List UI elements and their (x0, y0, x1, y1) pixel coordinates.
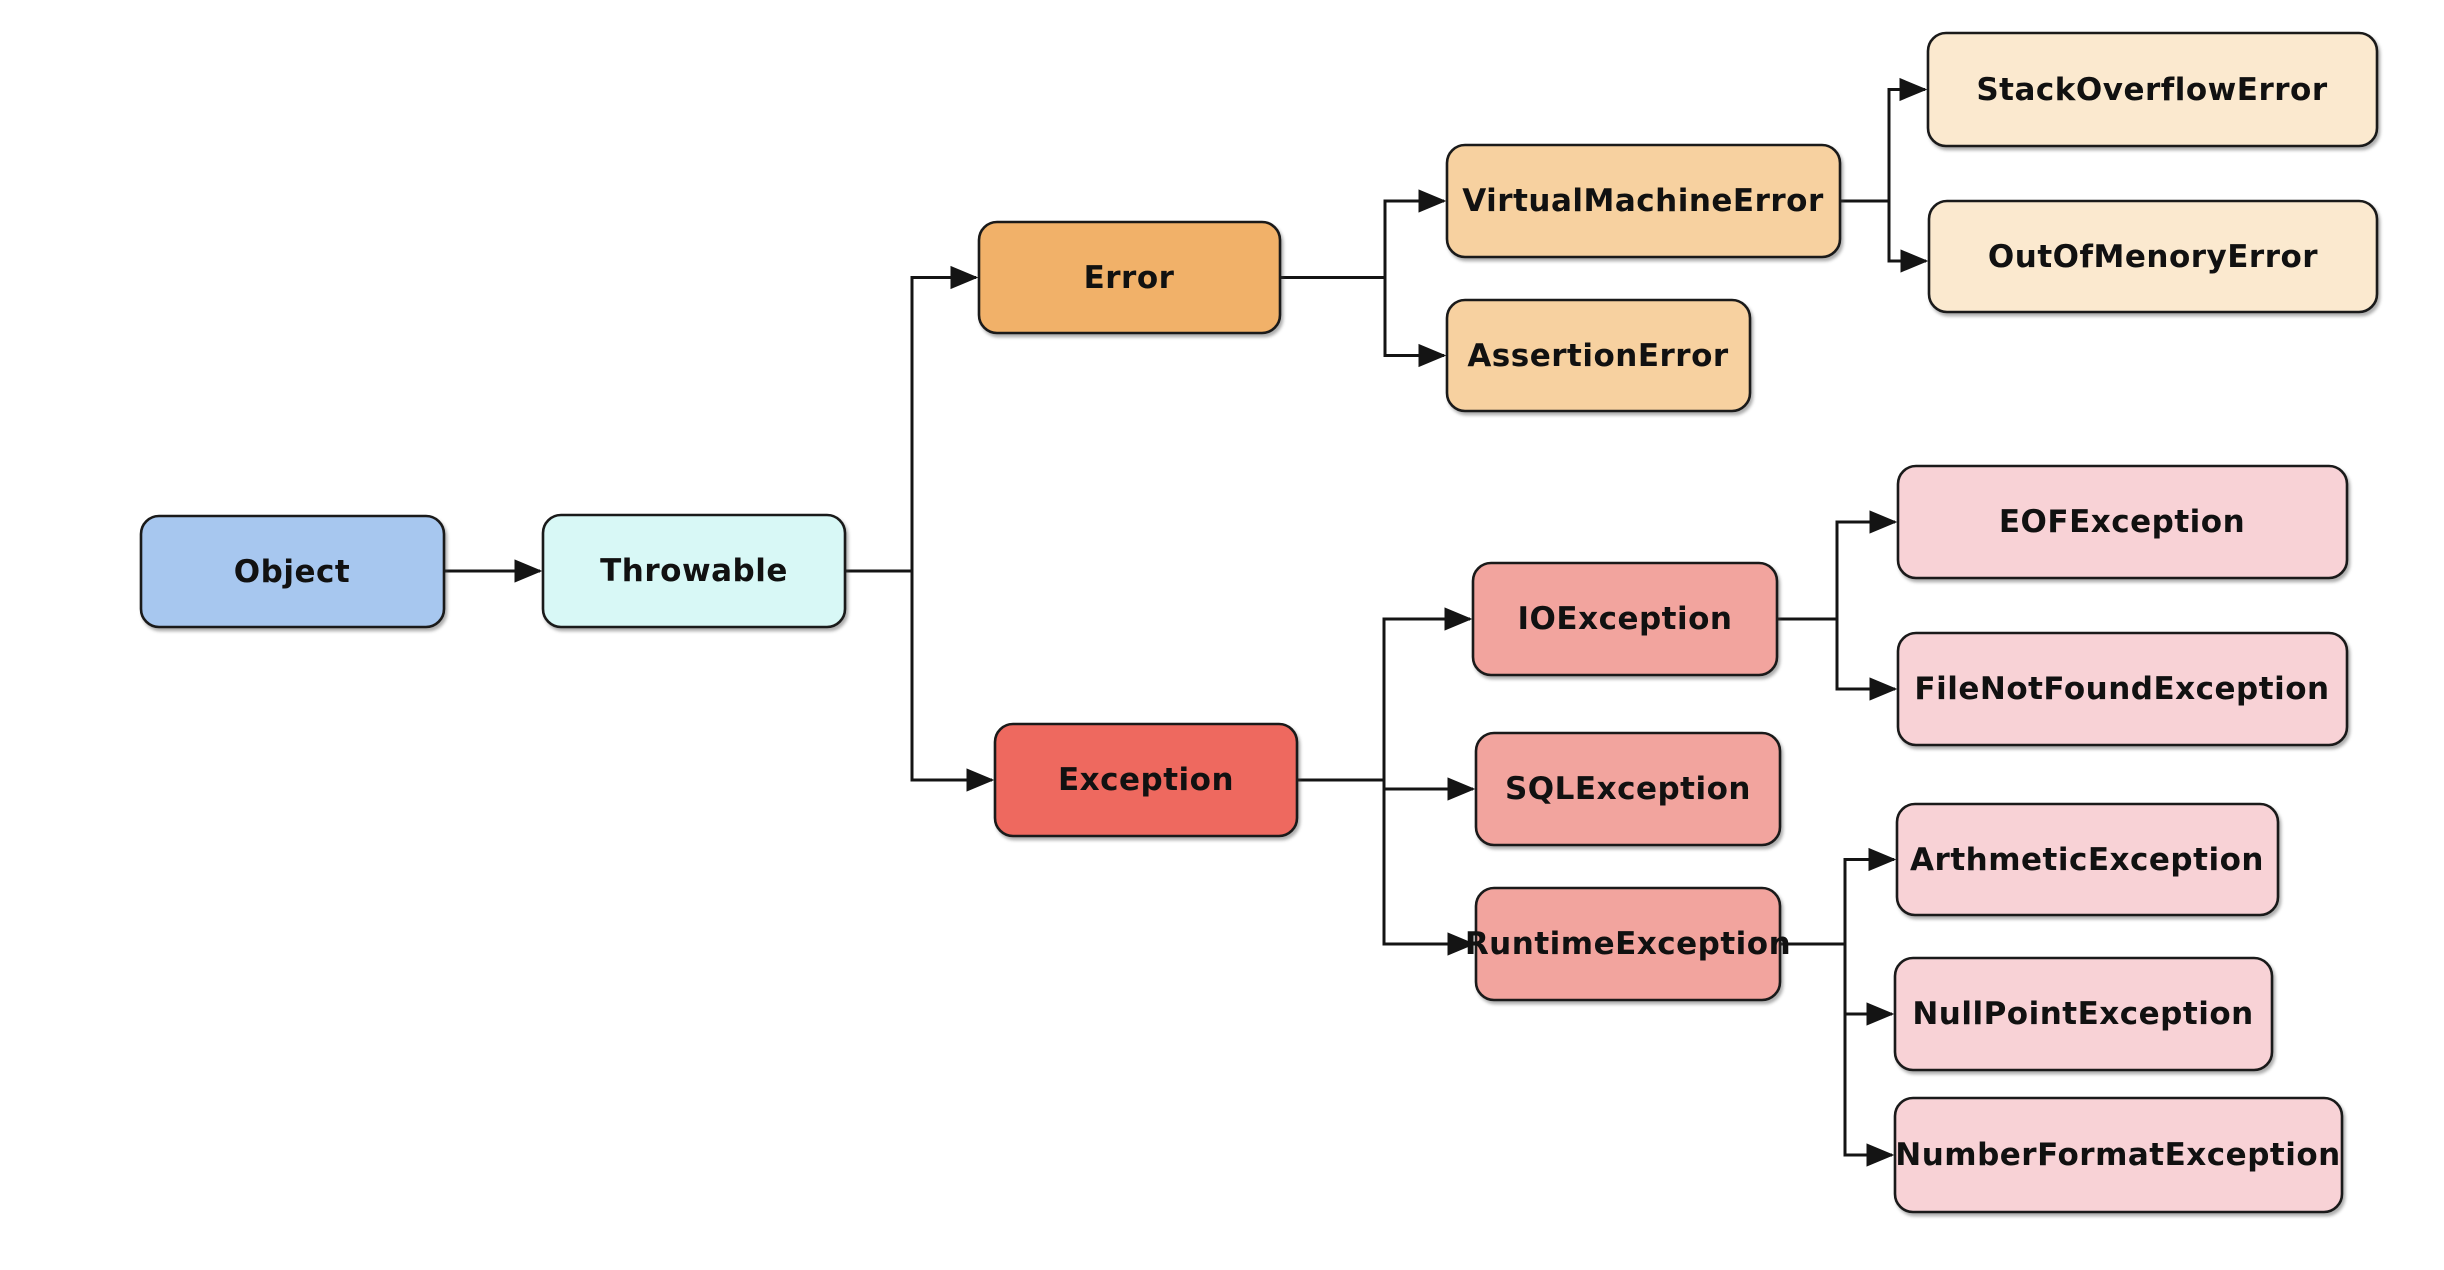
node-arthmetic-exception: ArthmeticException (1895, 802, 2280, 917)
node-sql-exception-label: SQLException (1505, 771, 1751, 807)
node-exception-label: Exception (1058, 762, 1234, 798)
node-object: Object (139, 514, 446, 629)
edge-runtime-arthmetic-exception (1780, 847, 1897, 946)
node-runtime-exception-box (1474, 886, 1782, 1002)
edge-io-eof-exception (1777, 510, 1898, 621)
node-io-exception: IOException (1471, 561, 1779, 677)
edge-vme-stack-overflow-error (1840, 77, 1928, 203)
node-sql-exception-box (1474, 731, 1782, 847)
node-io-exception-box (1471, 561, 1779, 677)
node-file-not-found-exception-box (1896, 631, 2349, 747)
node-throwable: Throwable (541, 513, 847, 629)
node-assertion-error-box (1445, 298, 1752, 413)
edge-exception-io-exception (1297, 607, 1473, 782)
edge-io-file-not-found-exception (1777, 617, 1898, 701)
node-number-format-exception-label: NumberFormatException (1895, 1137, 2340, 1173)
node-file-not-found-exception: FileNotFoundException (1896, 631, 2349, 747)
node-stack-overflow-error-label: StackOverflowError (1976, 72, 2328, 108)
node-number-format-exception-box (1893, 1096, 2344, 1214)
node-file-not-found-exception-label: FileNotFoundException (1914, 671, 2329, 707)
node-out-of-menory-error-label: OutOfMenoryError (1988, 239, 2318, 275)
node-number-format-exception: NumberFormatException (1893, 1096, 2344, 1214)
node-throwable-box (541, 513, 847, 629)
node-arthmetic-exception-box (1895, 802, 2280, 917)
node-eof-exception-box (1896, 464, 2349, 580)
node-object-box (139, 514, 446, 629)
node-stack-overflow-error-box (1926, 31, 2379, 148)
node-throwable-label: Throwable (600, 553, 788, 589)
edge-error-virtual-machine-error (1280, 189, 1447, 279)
node-exception-box (993, 722, 1299, 838)
node-error-box (977, 220, 1282, 335)
node-out-of-menory-error: OutOfMenoryError (1927, 199, 2379, 314)
node-assertion-error-label: AssertionError (1467, 338, 1729, 374)
node-virtual-machine-error-label: VirtualMachineError (1462, 183, 1824, 219)
node-io-exception-label: IOException (1518, 601, 1733, 637)
node-exception: Exception (993, 722, 1299, 838)
edge-error-assertion-error (1280, 276, 1447, 368)
edge-throwable-exception (845, 569, 995, 792)
node-stack-overflow-error: StackOverflowError (1926, 31, 2379, 148)
node-null-point-exception-box (1893, 956, 2274, 1072)
edge-vme-out-of-menory-error (1840, 199, 1929, 273)
diagram-edges (444, 77, 1929, 1167)
node-null-point-exception-label: NullPointException (1912, 996, 2253, 1032)
node-object-label: Object (234, 554, 350, 590)
node-error-label: Error (1084, 260, 1175, 296)
node-arthmetic-exception-label: ArthmeticException (1910, 842, 2264, 878)
node-out-of-menory-error-box (1927, 199, 2379, 314)
edge-throwable-error (845, 265, 979, 573)
node-runtime-exception-label: RuntimeException (1465, 926, 1791, 962)
node-virtual-machine-error: VirtualMachineError (1445, 143, 1842, 259)
edge-runtime-null-point-exception (1780, 942, 1895, 1026)
node-error: Error (977, 220, 1282, 335)
node-assertion-error: AssertionError (1445, 298, 1752, 413)
edge-exception-runtime-exception (1297, 778, 1476, 956)
node-eof-exception-label: EOFException (1999, 504, 2245, 540)
node-virtual-machine-error-box (1445, 143, 1842, 259)
node-sql-exception: SQLException (1474, 731, 1782, 847)
edge-runtime-number-format-exception (1780, 942, 1895, 1167)
node-null-point-exception: NullPointException (1893, 956, 2274, 1072)
node-runtime-exception: RuntimeException (1465, 886, 1791, 1002)
node-eof-exception: EOFException (1896, 464, 2349, 580)
